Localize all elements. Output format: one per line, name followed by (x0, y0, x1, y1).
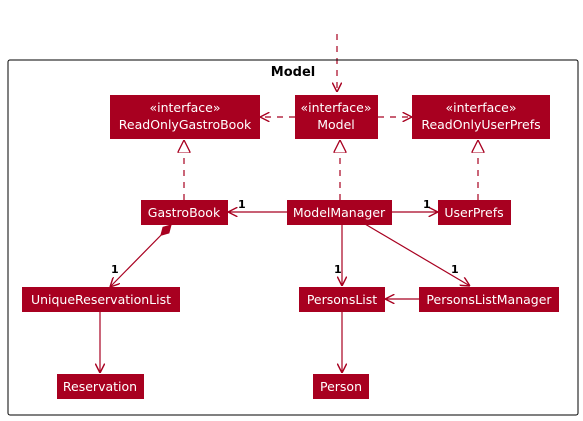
node-readonlygastrobook-name: ReadOnlyGastroBook (119, 117, 252, 132)
node-modelmanager-name: ModelManager (293, 205, 386, 220)
multiplicity-userprefs: 1 (423, 198, 431, 211)
package-model: Model (7, 59, 579, 416)
node-uniquereservationlist[interactable]: UniqueReservationList (22, 287, 180, 312)
multiplicity-personslistmanager: 1 (451, 263, 459, 276)
node-gastrobook[interactable]: GastroBook (141, 200, 228, 225)
node-person[interactable]: Person (313, 374, 369, 399)
node-model[interactable]: «interface» Model (295, 95, 378, 139)
package-frame (7, 59, 579, 416)
node-personslist[interactable]: PersonsList (299, 287, 385, 312)
node-personslist-name: PersonsList (307, 292, 377, 307)
node-reservation[interactable]: Reservation (57, 374, 144, 399)
node-gastrobook-name: GastroBook (148, 205, 221, 220)
node-readonlygastrobook[interactable]: «interface» ReadOnlyGastroBook (110, 95, 260, 139)
edge-modelmanager-personslistmanager (364, 223, 470, 286)
node-readonlygastrobook-stereotype: «interface» (149, 100, 220, 115)
node-modelmanager[interactable]: ModelManager (287, 200, 392, 225)
node-userprefs[interactable]: UserPrefs (438, 200, 511, 225)
package-title: Model (271, 65, 315, 80)
node-person-name: Person (320, 379, 362, 394)
node-reservation-name: Reservation (63, 379, 137, 394)
node-personslistmanager[interactable]: PersonsListManager (419, 287, 559, 312)
multiplicity-uniquereservationlist: 1 (111, 263, 119, 276)
multiplicity-personslist: 1 (334, 263, 342, 276)
node-uniquereservationlist-name: UniqueReservationList (31, 292, 171, 307)
edge-gastrobook-uniquereservationlist (110, 225, 171, 287)
node-readonlyuserprefs-name: ReadOnlyUserPrefs (421, 117, 540, 132)
multiplicity-gastrobook: 1 (238, 198, 246, 211)
node-readonlyuserprefs[interactable]: «interface» ReadOnlyUserPrefs (412, 95, 550, 139)
node-personslistmanager-name: PersonsListManager (426, 292, 552, 307)
node-readonlyuserprefs-stereotype: «interface» (445, 100, 516, 115)
node-model-name: Model (317, 117, 355, 132)
node-userprefs-name: UserPrefs (444, 205, 503, 220)
node-model-stereotype: «interface» (300, 100, 371, 115)
